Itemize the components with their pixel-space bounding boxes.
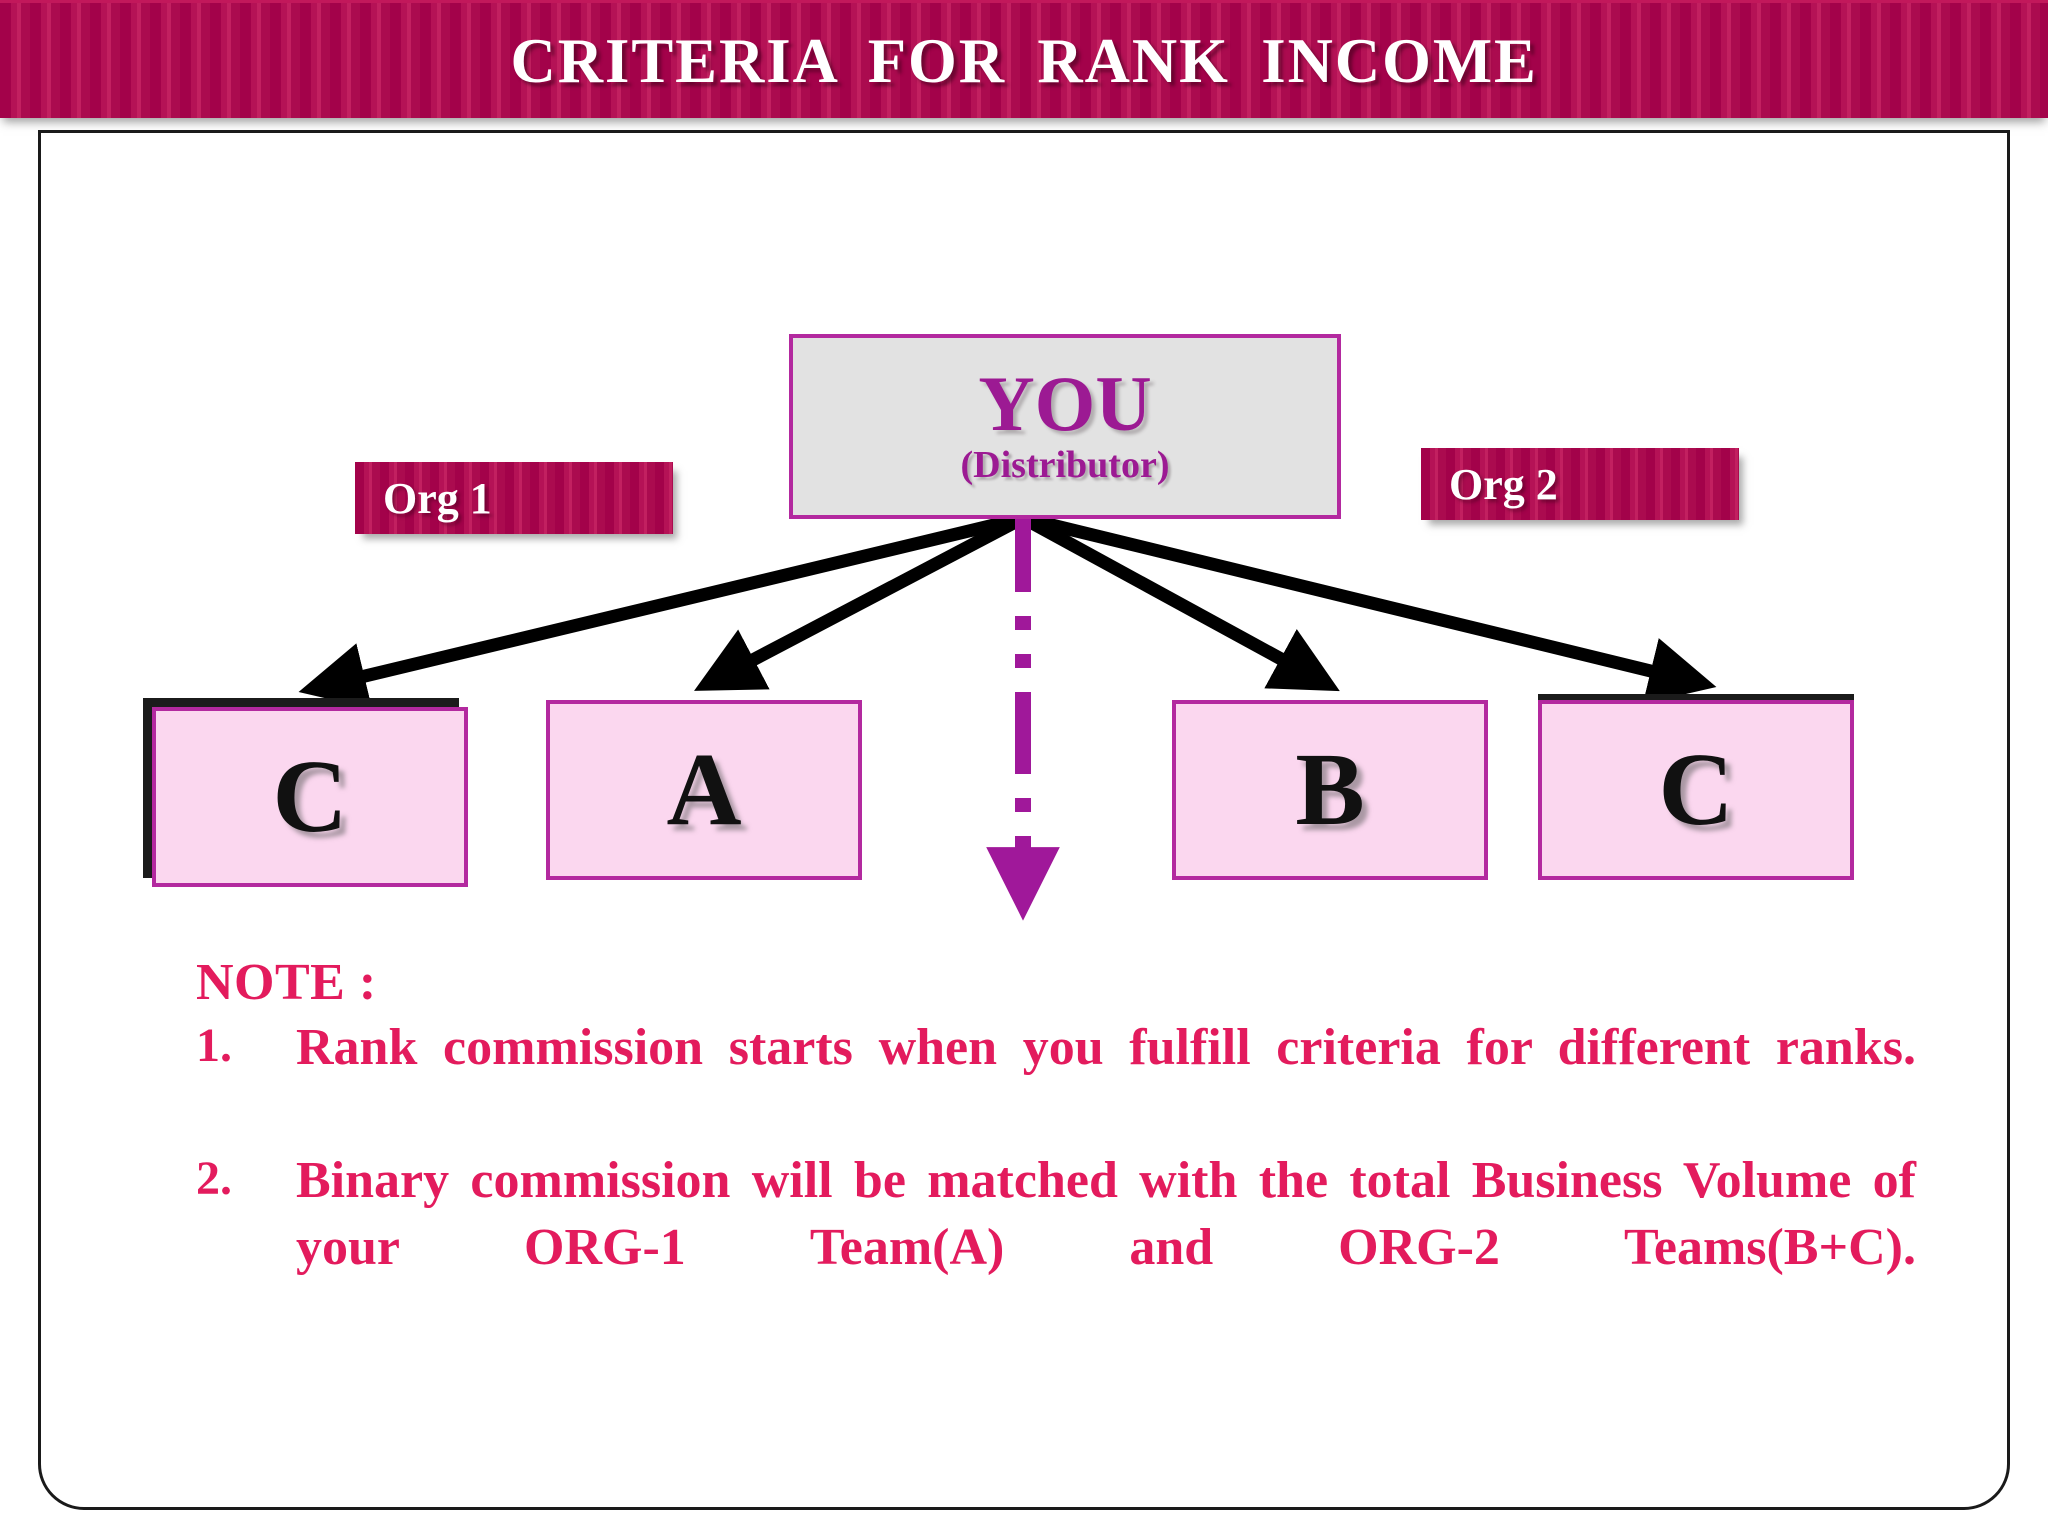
note-item-1-text: Rank commission starts when you fulfill … bbox=[296, 1019, 1916, 1076]
leaf-node-a[interactable]: A bbox=[546, 700, 862, 880]
notes-block: NOTE : 1. Rank commission starts when yo… bbox=[196, 950, 1916, 1348]
header-banner: CRITERIA FOR RANK INCOME bbox=[0, 0, 2048, 118]
leaf-node-c-right[interactable]: C bbox=[1538, 700, 1854, 880]
root-node-you[interactable]: YOU (Distributor) bbox=[789, 334, 1341, 519]
leaf-node-label: A bbox=[666, 732, 742, 847]
root-node-subtitle: (Distributor) bbox=[960, 443, 1170, 486]
org-1-tag[interactable]: Org 1 bbox=[355, 462, 673, 534]
org-2-tag[interactable]: Org 2 bbox=[1421, 448, 1739, 520]
leaf-node-label: B bbox=[1295, 732, 1365, 847]
notes-heading: NOTE : bbox=[196, 954, 377, 1011]
note-item-2-number: 2. bbox=[196, 1152, 232, 1206]
org-1-label: Org 1 bbox=[383, 473, 492, 523]
org-2-label: Org 2 bbox=[1449, 459, 1558, 509]
note-item-2: 2. Binary commission will be matched wit… bbox=[196, 1148, 1916, 1348]
leaf-node-label: C bbox=[1658, 732, 1734, 847]
leaf-node-label: C bbox=[272, 739, 348, 854]
page-border-frame bbox=[38, 130, 2010, 1510]
note-item-2-text: Binary commission will be matched with t… bbox=[296, 1152, 1916, 1276]
note-item-1-number: 1. bbox=[196, 1019, 232, 1072]
page-title: CRITERIA FOR RANK INCOME bbox=[510, 24, 1538, 96]
leaf-node-c-left[interactable]: C bbox=[152, 707, 468, 887]
leaf-node-b[interactable]: B bbox=[1172, 700, 1488, 880]
note-item-1: 1. Rank commission starts when you fulfi… bbox=[196, 1015, 1916, 1148]
root-node-title: YOU bbox=[978, 359, 1152, 447]
